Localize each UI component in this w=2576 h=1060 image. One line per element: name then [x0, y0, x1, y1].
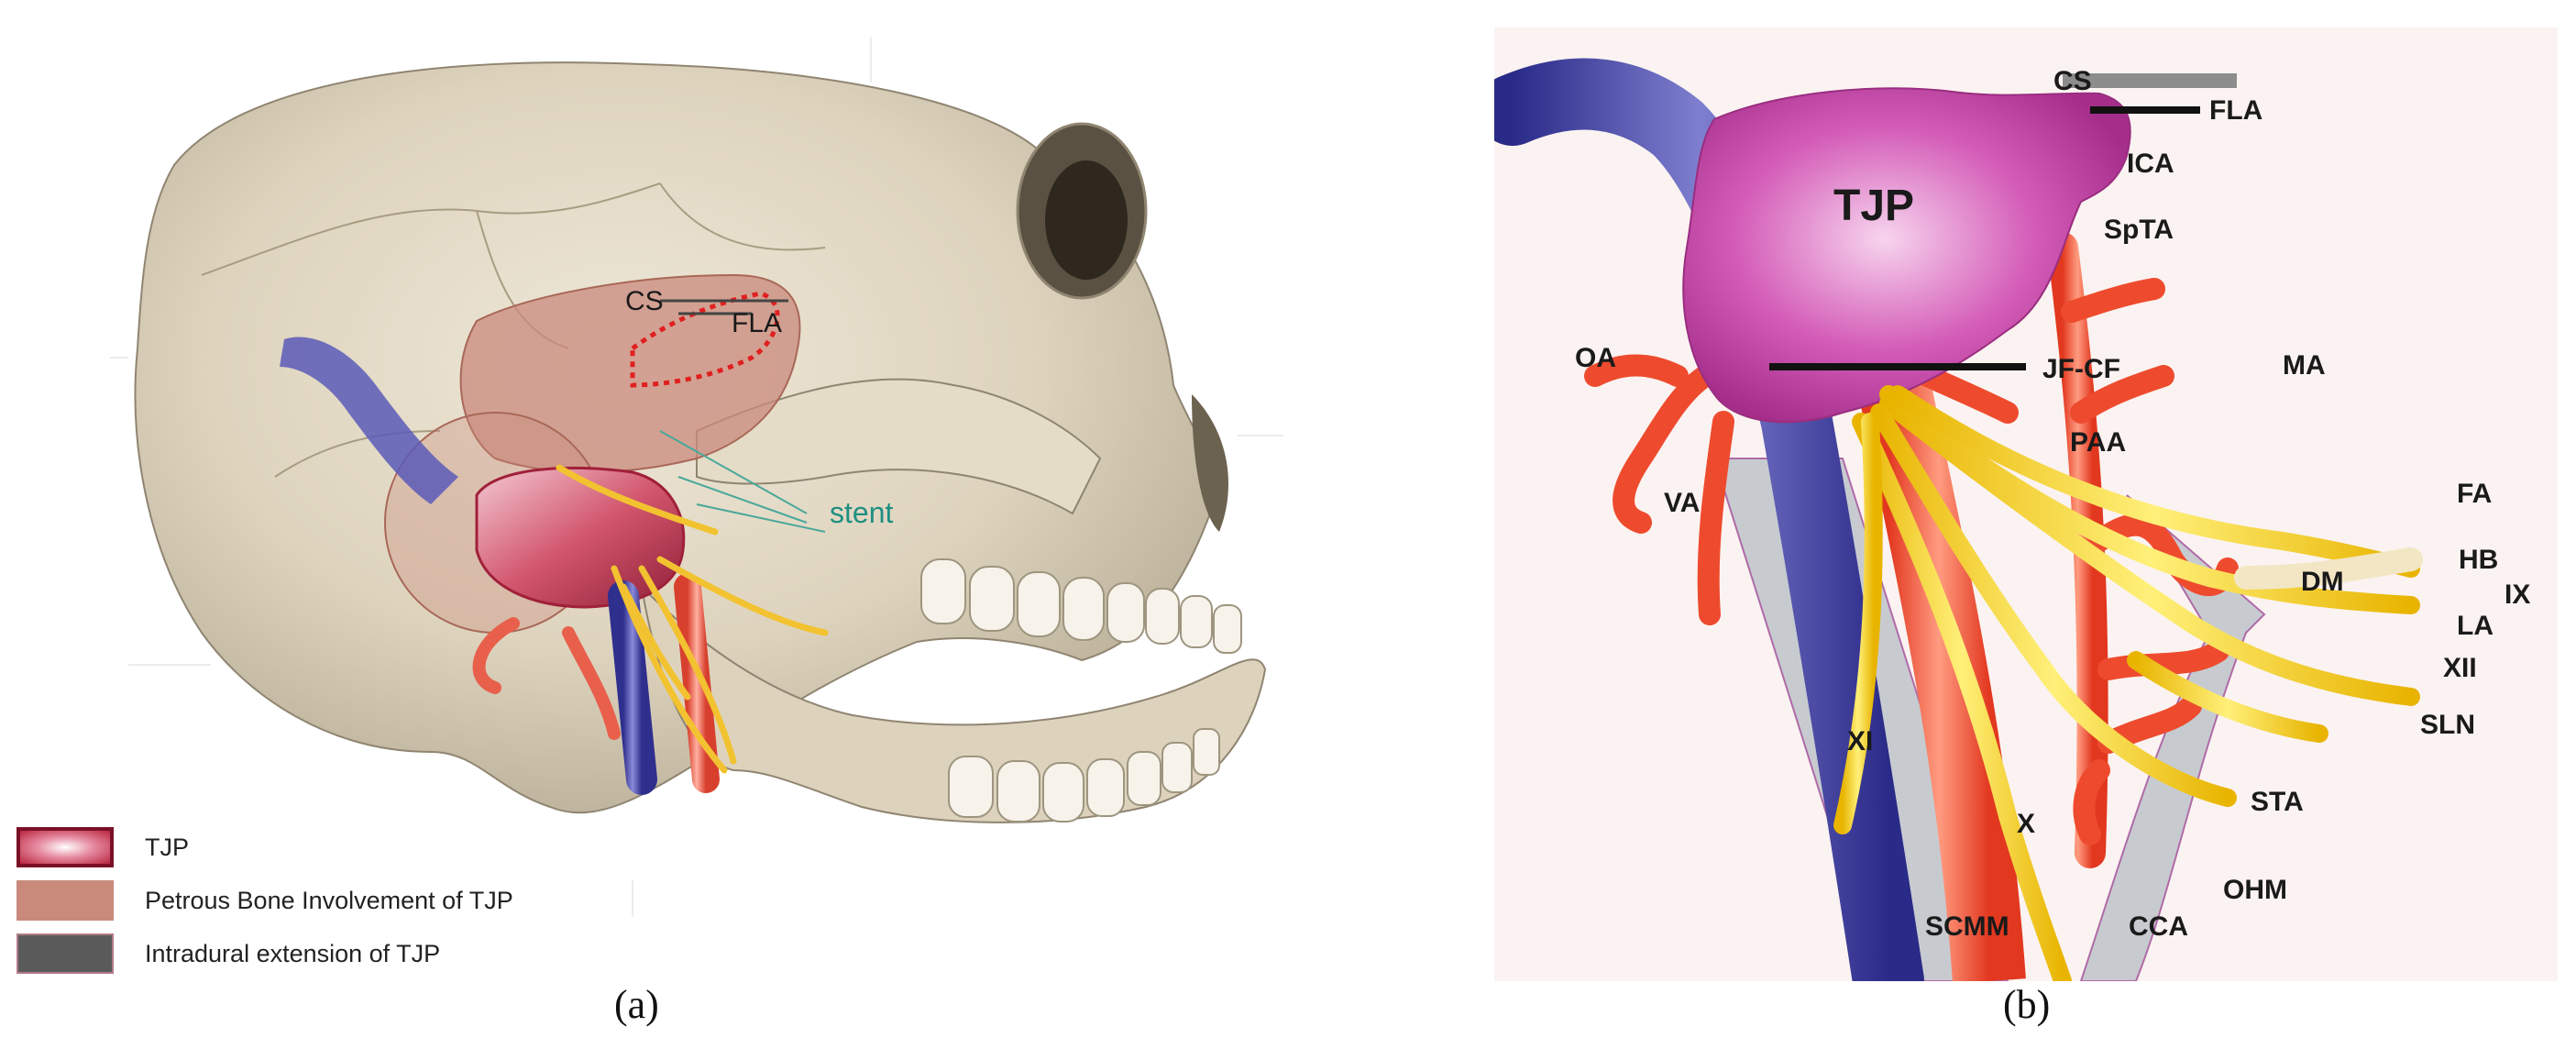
legend-swatch-tjp	[17, 827, 114, 867]
panel-a-skull-illustration: CS FLA stent TJP Petrous Bone Involvemen…	[0, 0, 1302, 981]
hypoglossal-branch	[2234, 547, 2423, 590]
label-sln: SLN	[2420, 710, 2475, 740]
legend-label-intradural: Intradural extension of TJP	[145, 939, 441, 967]
zygomatic-arch	[696, 378, 1102, 515]
skull-figure: CS FLA stent	[110, 37, 1283, 917]
label-fla-a: FLA	[732, 308, 782, 338]
legend-label-tjp: TJP	[145, 833, 190, 861]
label-dm: DM	[2301, 567, 2344, 597]
label-sta: STA	[2251, 787, 2304, 817]
nasal-aperture	[1192, 394, 1228, 532]
label-jf-cf: JF-CF	[2042, 354, 2120, 384]
label-fla-b: FLA	[2209, 95, 2262, 126]
upper-teeth	[920, 558, 1242, 654]
arterial-loop	[472, 617, 621, 740]
background-guides	[110, 37, 1283, 917]
label-ica: ICA	[2127, 149, 2174, 179]
label-x: X	[2017, 809, 2035, 839]
panel-b-schematic: CS FLA ICA TJP SpTA OA JF-CF MA PAA VA F…	[1477, 28, 2558, 1017]
tjp-tumor-b	[1682, 87, 2131, 424]
orbit-shadow	[1045, 160, 1128, 280]
stent-guides	[659, 430, 826, 533]
label-paa: PAA	[2070, 427, 2126, 458]
panel-a-legend: TJP Petrous Bone Involvement of TJP Intr…	[17, 821, 513, 980]
label-stent: stent	[830, 496, 893, 529]
label-fa: FA	[2457, 479, 2492, 509]
internal-jugular-vein	[608, 580, 657, 795]
label-cs-a: CS	[625, 286, 664, 316]
label-cca: CCA	[2129, 911, 2188, 942]
skull-sutures	[201, 182, 826, 478]
label-xii: XII	[2443, 653, 2477, 683]
label-sptA: SpTA	[2104, 215, 2174, 245]
label-va: VA	[1664, 488, 1700, 518]
legend-item-tjp: TJP	[17, 821, 513, 874]
label-scmm: SCMM	[1925, 911, 2009, 942]
cranial-nerves-b	[1833, 385, 2420, 990]
lower-teeth	[948, 728, 1220, 823]
caption-a: (a)	[614, 982, 659, 1027]
cranial-nerves	[556, 464, 829, 774]
sigmoid-sinus	[280, 337, 458, 504]
vascular-schematic: CS FLA ICA TJP SpTA OA JF-CF MA PAA VA F…	[1477, 28, 2558, 1017]
label-cs-b: CS	[2053, 66, 2092, 96]
label-xi: XI	[1847, 726, 1873, 756]
caption-b: (b)	[2003, 982, 2051, 1027]
label-ma: MA	[2283, 350, 2326, 381]
label-ix: IX	[2504, 580, 2530, 610]
label-tjp-b: TJP	[1833, 182, 1914, 230]
label-hb: HB	[2459, 545, 2498, 575]
legend-swatch-intradural	[17, 933, 114, 974]
legend-item-petrous: Petrous Bone Involvement of TJP	[17, 874, 513, 927]
legend-item-intradural: Intradural extension of TJP	[17, 927, 513, 980]
fla-outline	[630, 291, 780, 388]
label-la: LA	[2457, 611, 2493, 641]
legend-label-petrous: Petrous Bone Involvement of TJP	[145, 886, 513, 914]
label-ohm: OHM	[2223, 875, 2287, 905]
label-oa: OA	[1575, 343, 1616, 373]
legend-swatch-petrous	[17, 880, 114, 921]
